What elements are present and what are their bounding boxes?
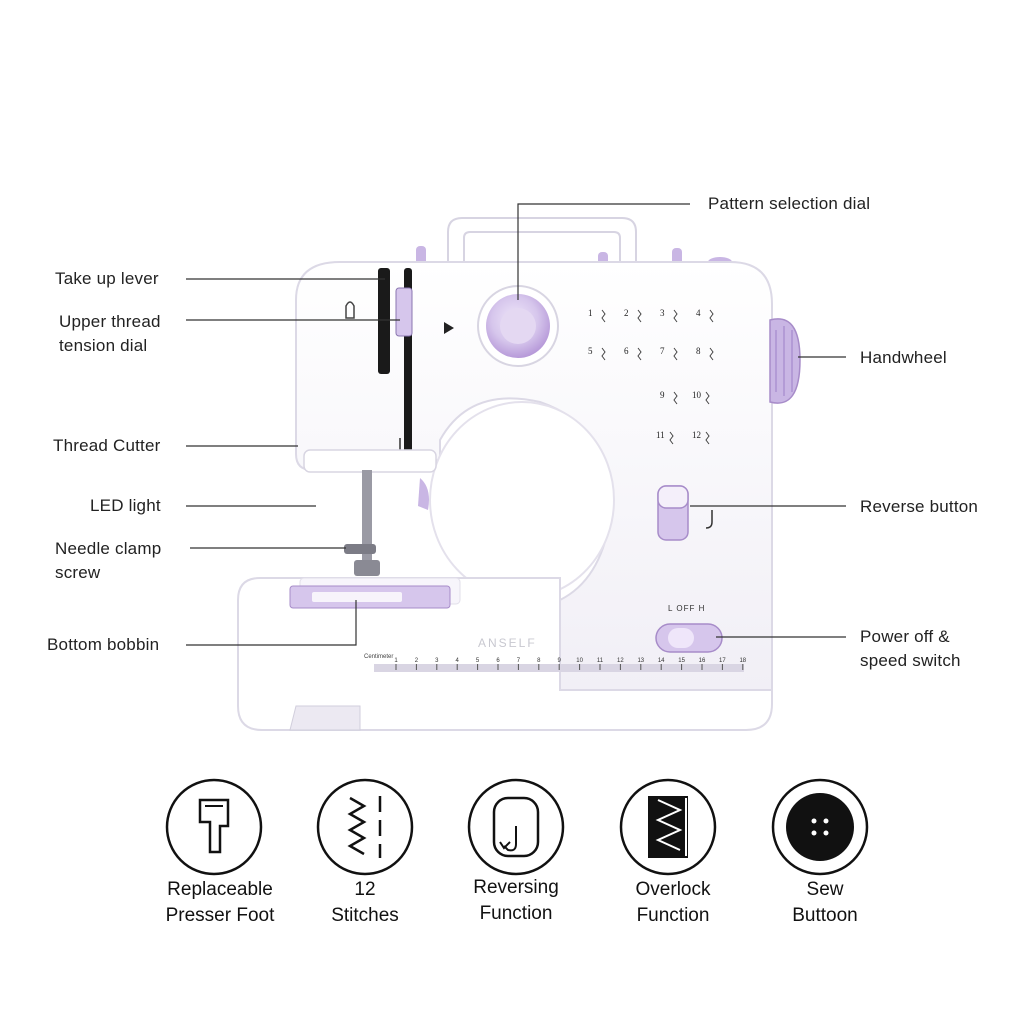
stitch-number: 8 (696, 346, 701, 356)
label-led-light: LED light (90, 496, 161, 515)
ruler-number: 8 (537, 658, 541, 664)
label-bottom-bobbin: Bottom bobbin (47, 635, 160, 654)
ruler-number: 3 (435, 658, 439, 664)
stitch-number: 3 (660, 308, 665, 318)
feature-caption-reversing: Reversing Function (473, 877, 559, 924)
stitch-number: 10 (692, 390, 702, 400)
ruler-number: 15 (678, 658, 685, 664)
stitch-symbol (637, 309, 642, 323)
ruler-number: 11 (597, 658, 604, 664)
stitch-symbol (705, 431, 710, 445)
ruler-number: 6 (496, 658, 500, 664)
stitch-symbol (705, 391, 710, 405)
label-needle-clamp: Needle clamp screw (55, 539, 162, 582)
stitch-symbol (637, 347, 642, 361)
stitch-symbol (709, 347, 714, 361)
stitch-symbol (601, 347, 606, 361)
stitches-icon (316, 778, 414, 876)
stitch-symbol (673, 391, 678, 405)
feature-caption-overlock: Overlock Function (635, 879, 711, 926)
presser-foot-icon (165, 778, 263, 876)
stitch-number: 9 (660, 390, 665, 400)
stitch-number: 7 (660, 346, 665, 356)
ruler-number: 1 (394, 658, 398, 664)
ruler-number: 18 (739, 658, 746, 664)
stitch-number: 1 (588, 308, 593, 318)
ruler-number: 17 (719, 658, 726, 664)
take-up-lever (378, 268, 390, 374)
stitch-number: 11 (656, 430, 665, 440)
label-handwheel: Handwheel (860, 348, 947, 367)
stitch-number: 4 (696, 308, 701, 318)
ruler-number: 4 (456, 658, 460, 664)
stitch-number: 12 (692, 430, 701, 440)
label-reverse-button: Reverse button (860, 497, 979, 516)
ruler-number: 2 (415, 658, 419, 664)
stitch-symbol (673, 347, 678, 361)
overlock-icon (619, 778, 717, 876)
brand-logo-text: ANSELF (478, 636, 537, 650)
stitch-symbol (669, 431, 674, 445)
stitch-symbol (673, 309, 678, 323)
label-power-switch: Power off & speed switch (860, 627, 961, 670)
switch-label: L OFF H (668, 604, 706, 613)
ruler-number: 14 (658, 658, 665, 664)
label-pattern-dial: Pattern selection dial (708, 194, 871, 213)
button-icon (771, 778, 869, 876)
stitch-symbol (601, 309, 606, 323)
label-upper-tension: Upper thread tension dial (59, 312, 161, 355)
ruler-number: 13 (637, 658, 644, 664)
feature-icons (165, 778, 869, 876)
stitch-symbol (709, 309, 714, 323)
ruler-number: 7 (517, 658, 521, 664)
ruler-number: 5 (476, 658, 480, 664)
label-take-up-lever: Take up lever (55, 269, 159, 288)
reverse-icon (467, 778, 565, 876)
foot-pedal (289, 705, 361, 731)
ruler-number: 10 (576, 658, 583, 664)
stitch-number: 6 (624, 346, 629, 356)
stitch-number: 2 (624, 308, 629, 318)
callout-lines (186, 203, 846, 646)
ruler-number: 9 (558, 658, 562, 664)
machine-base (237, 577, 773, 731)
needle-bar (362, 470, 372, 570)
label-thread-cutter: Thread Cutter (53, 436, 161, 455)
stitch-number: 5 (588, 346, 593, 356)
feature-caption-presser-foot: Replaceable Presser Foot (165, 879, 275, 926)
feature-caption-stitches: 12 Stitches (331, 879, 399, 926)
ruler-number: 16 (699, 658, 706, 664)
ruler-label: Centimeter (364, 654, 394, 660)
ruler-number: 12 (617, 658, 624, 664)
tension-dial (395, 287, 413, 337)
feature-caption-sew-button: Sew Buttoon (792, 879, 858, 926)
